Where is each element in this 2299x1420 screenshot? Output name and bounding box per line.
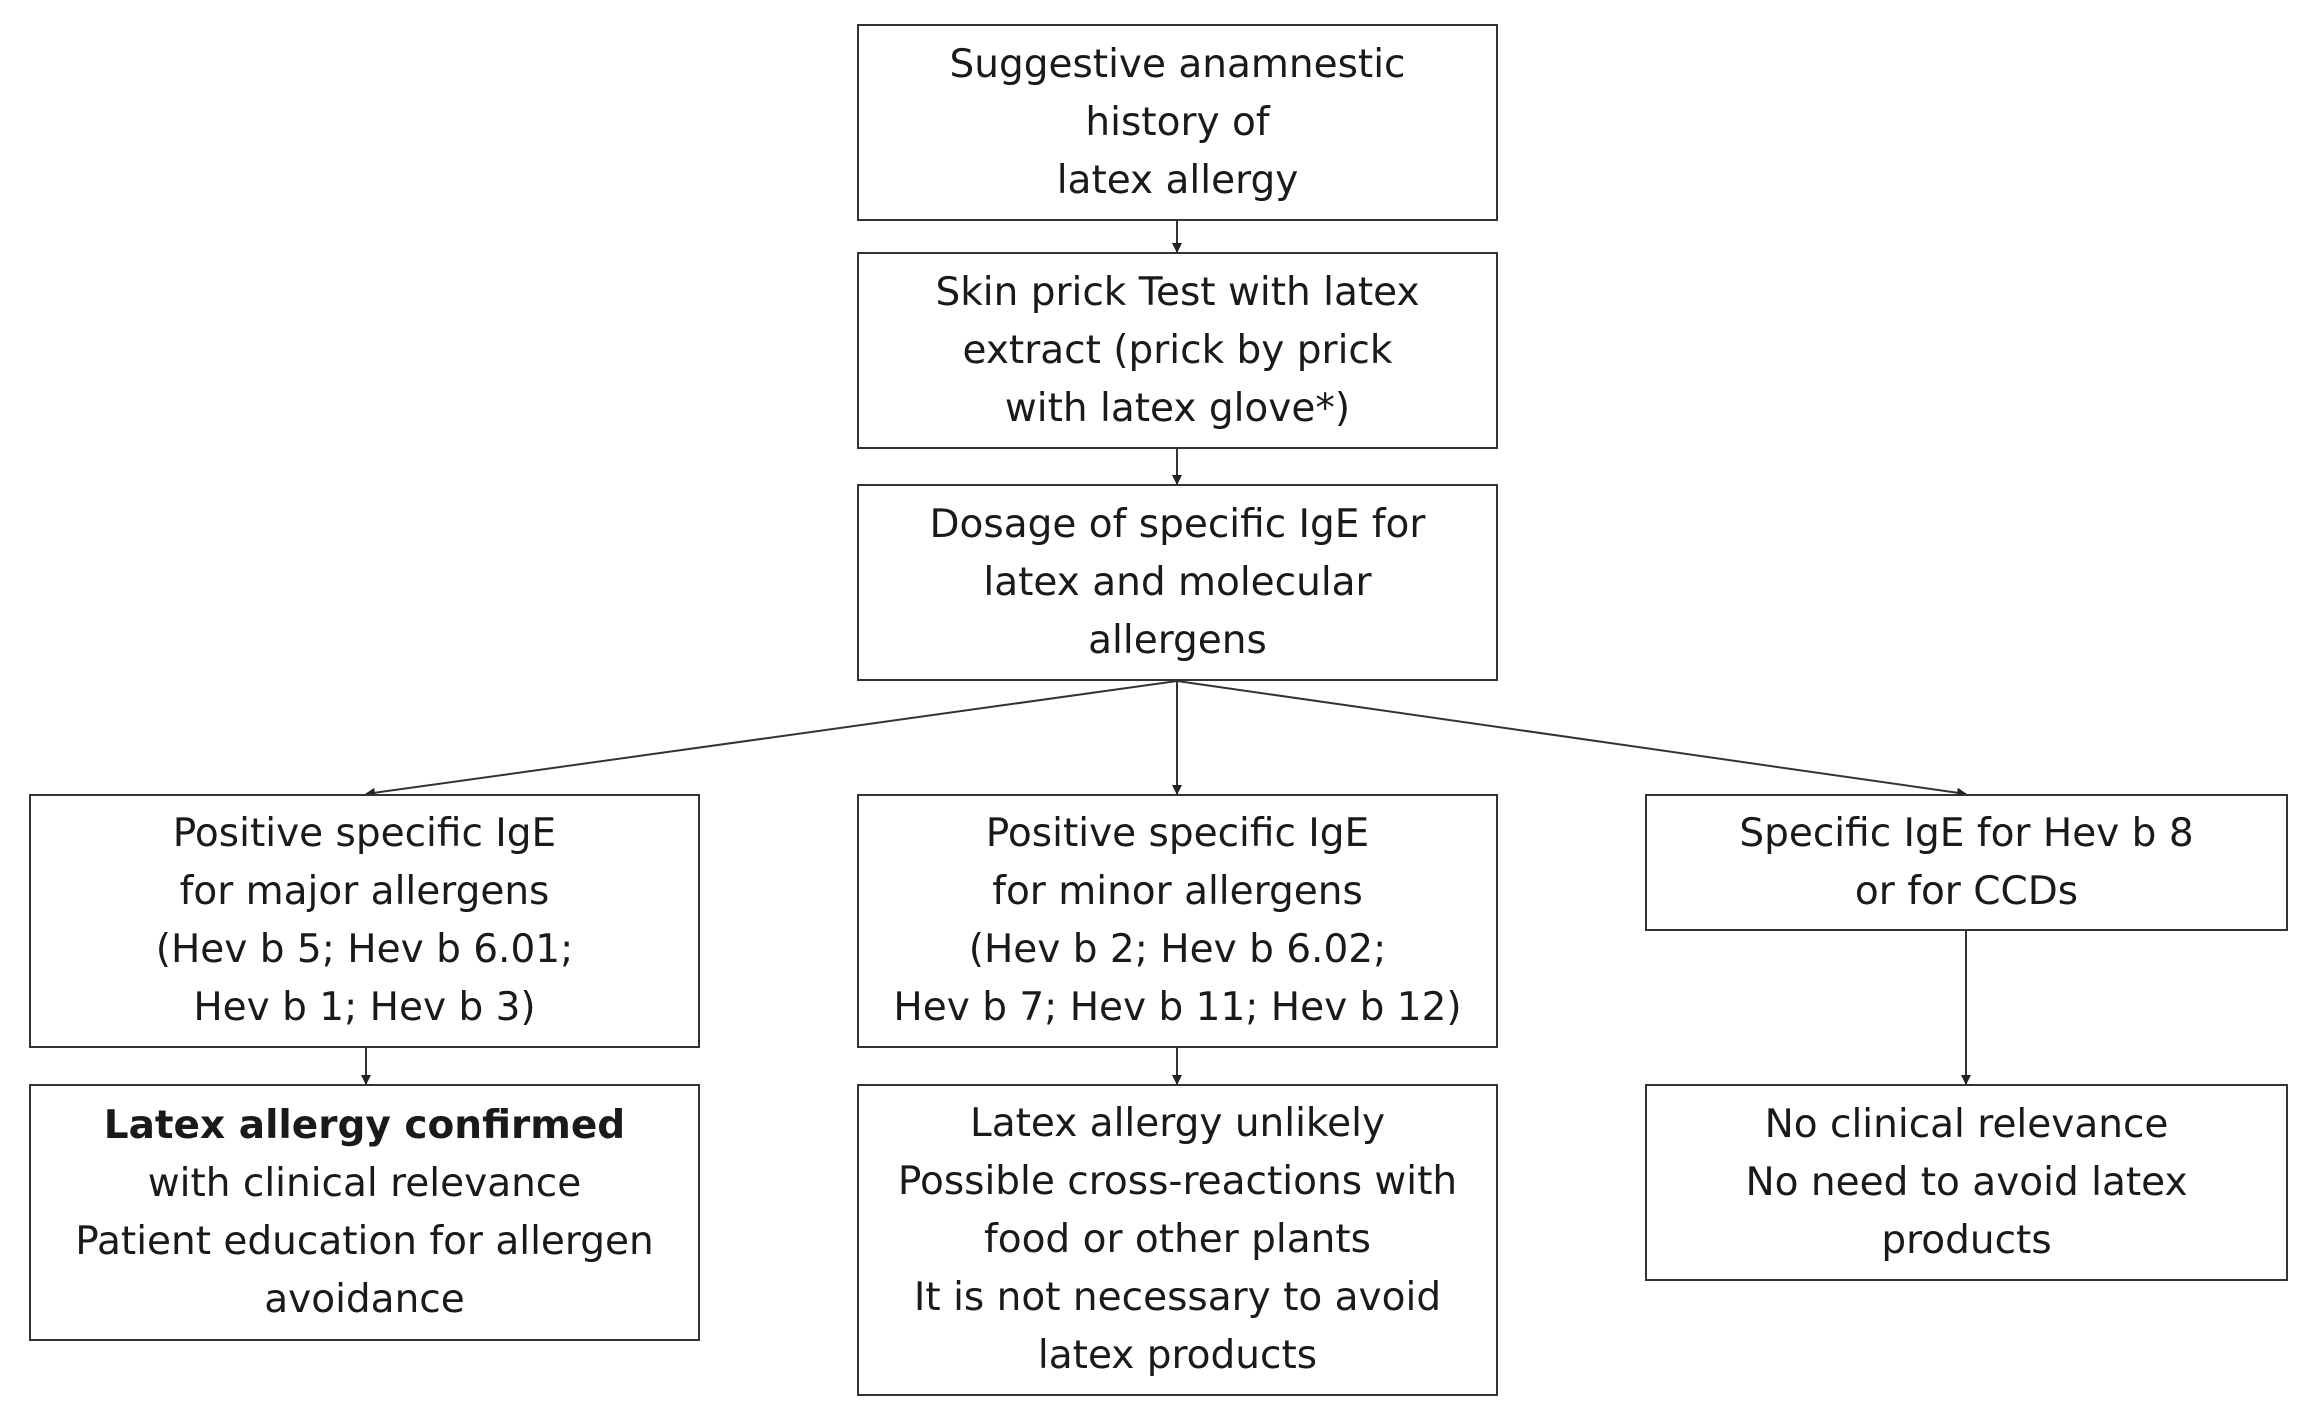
node-text-line: Specific IgE for Hev b 8 [1739, 810, 2194, 856]
node-text-line: products [1881, 1217, 2052, 1263]
node-latex-allergy-confirmed: Latex allergy confirmed with clinical re… [29, 1084, 700, 1341]
node-text-line: Latex allergy unlikely [969, 1101, 1386, 1146]
node-text-line: No need to avoid latex [1745, 1159, 2188, 1205]
node-text-line: Positive specific IgE [172, 811, 557, 856]
node-text-line: Skin prick Test with latex [935, 269, 1420, 315]
node-text-line: with latex glove*) [1004, 385, 1351, 431]
node-text-line: Hev b 7; Hev b 11; Hev b 12) [893, 985, 1462, 1030]
node-text-line: allergens [1088, 617, 1267, 663]
node-text-line: latex allergy [1056, 157, 1299, 203]
node-anamnestic-history: Suggestive anamnestic history of latex a… [857, 24, 1498, 221]
node-minor-allergens: Positive specific IgE for minor allergen… [857, 794, 1498, 1048]
node-text-line: latex and molecular [983, 559, 1372, 605]
node-title: Latex allergy confirmed [103, 1102, 626, 1148]
node-ige-dosage: Dosage of specific IgE for latex and mol… [857, 484, 1498, 681]
node-text-line: Patient education for allergen [75, 1218, 654, 1264]
node-text-line: (Hev b 5; Hev b 6.01; [155, 927, 574, 972]
node-text-line: It is not necessary to avoid [913, 1275, 1442, 1320]
arrow-ige-dosage-to-major [365, 680, 1178, 798]
node-text-line: avoidance [264, 1276, 465, 1322]
node-text-line: Hev b 1; Hev b 3) [193, 985, 536, 1030]
node-latex-allergy-unlikely: Latex allergy unlikely Possible cross-re… [857, 1084, 1498, 1396]
node-text-line: food or other plants [983, 1217, 1371, 1262]
node-major-allergens: Positive specific IgE for major allergen… [29, 794, 700, 1048]
node-text-line: for minor allergens [992, 869, 1363, 914]
node-text-line: for major allergens [179, 869, 550, 914]
node-text-line: history of [1085, 99, 1270, 145]
node-text-line: Positive specific IgE [985, 811, 1370, 856]
node-text-line: extract (prick by prick [962, 327, 1393, 373]
arrow-ige-dosage-to-hevb8 [1176, 680, 1967, 798]
node-text-line: or for CCDs [1854, 868, 2079, 914]
node-text-line: Possible cross-reactions with [897, 1159, 1458, 1204]
node-text-line: latex products [1037, 1333, 1318, 1378]
node-text-line: Suggestive anamnestic [949, 41, 1406, 87]
node-text-line: Dosage of specific IgE for [929, 501, 1426, 547]
node-text-line: No clinical relevance [1764, 1101, 2169, 1147]
node-text-line: (Hev b 2; Hev b 6.02; [968, 927, 1387, 972]
node-text-line: with clinical relevance [147, 1160, 582, 1206]
node-no-clinical-relevance: No clinical relevance No need to avoid l… [1645, 1084, 2288, 1281]
node-hev-b-8-ccds: Specific IgE for Hev b 8 or for CCDs [1645, 794, 2288, 931]
node-skin-prick-test: Skin prick Test with latex extract (pric… [857, 252, 1498, 449]
